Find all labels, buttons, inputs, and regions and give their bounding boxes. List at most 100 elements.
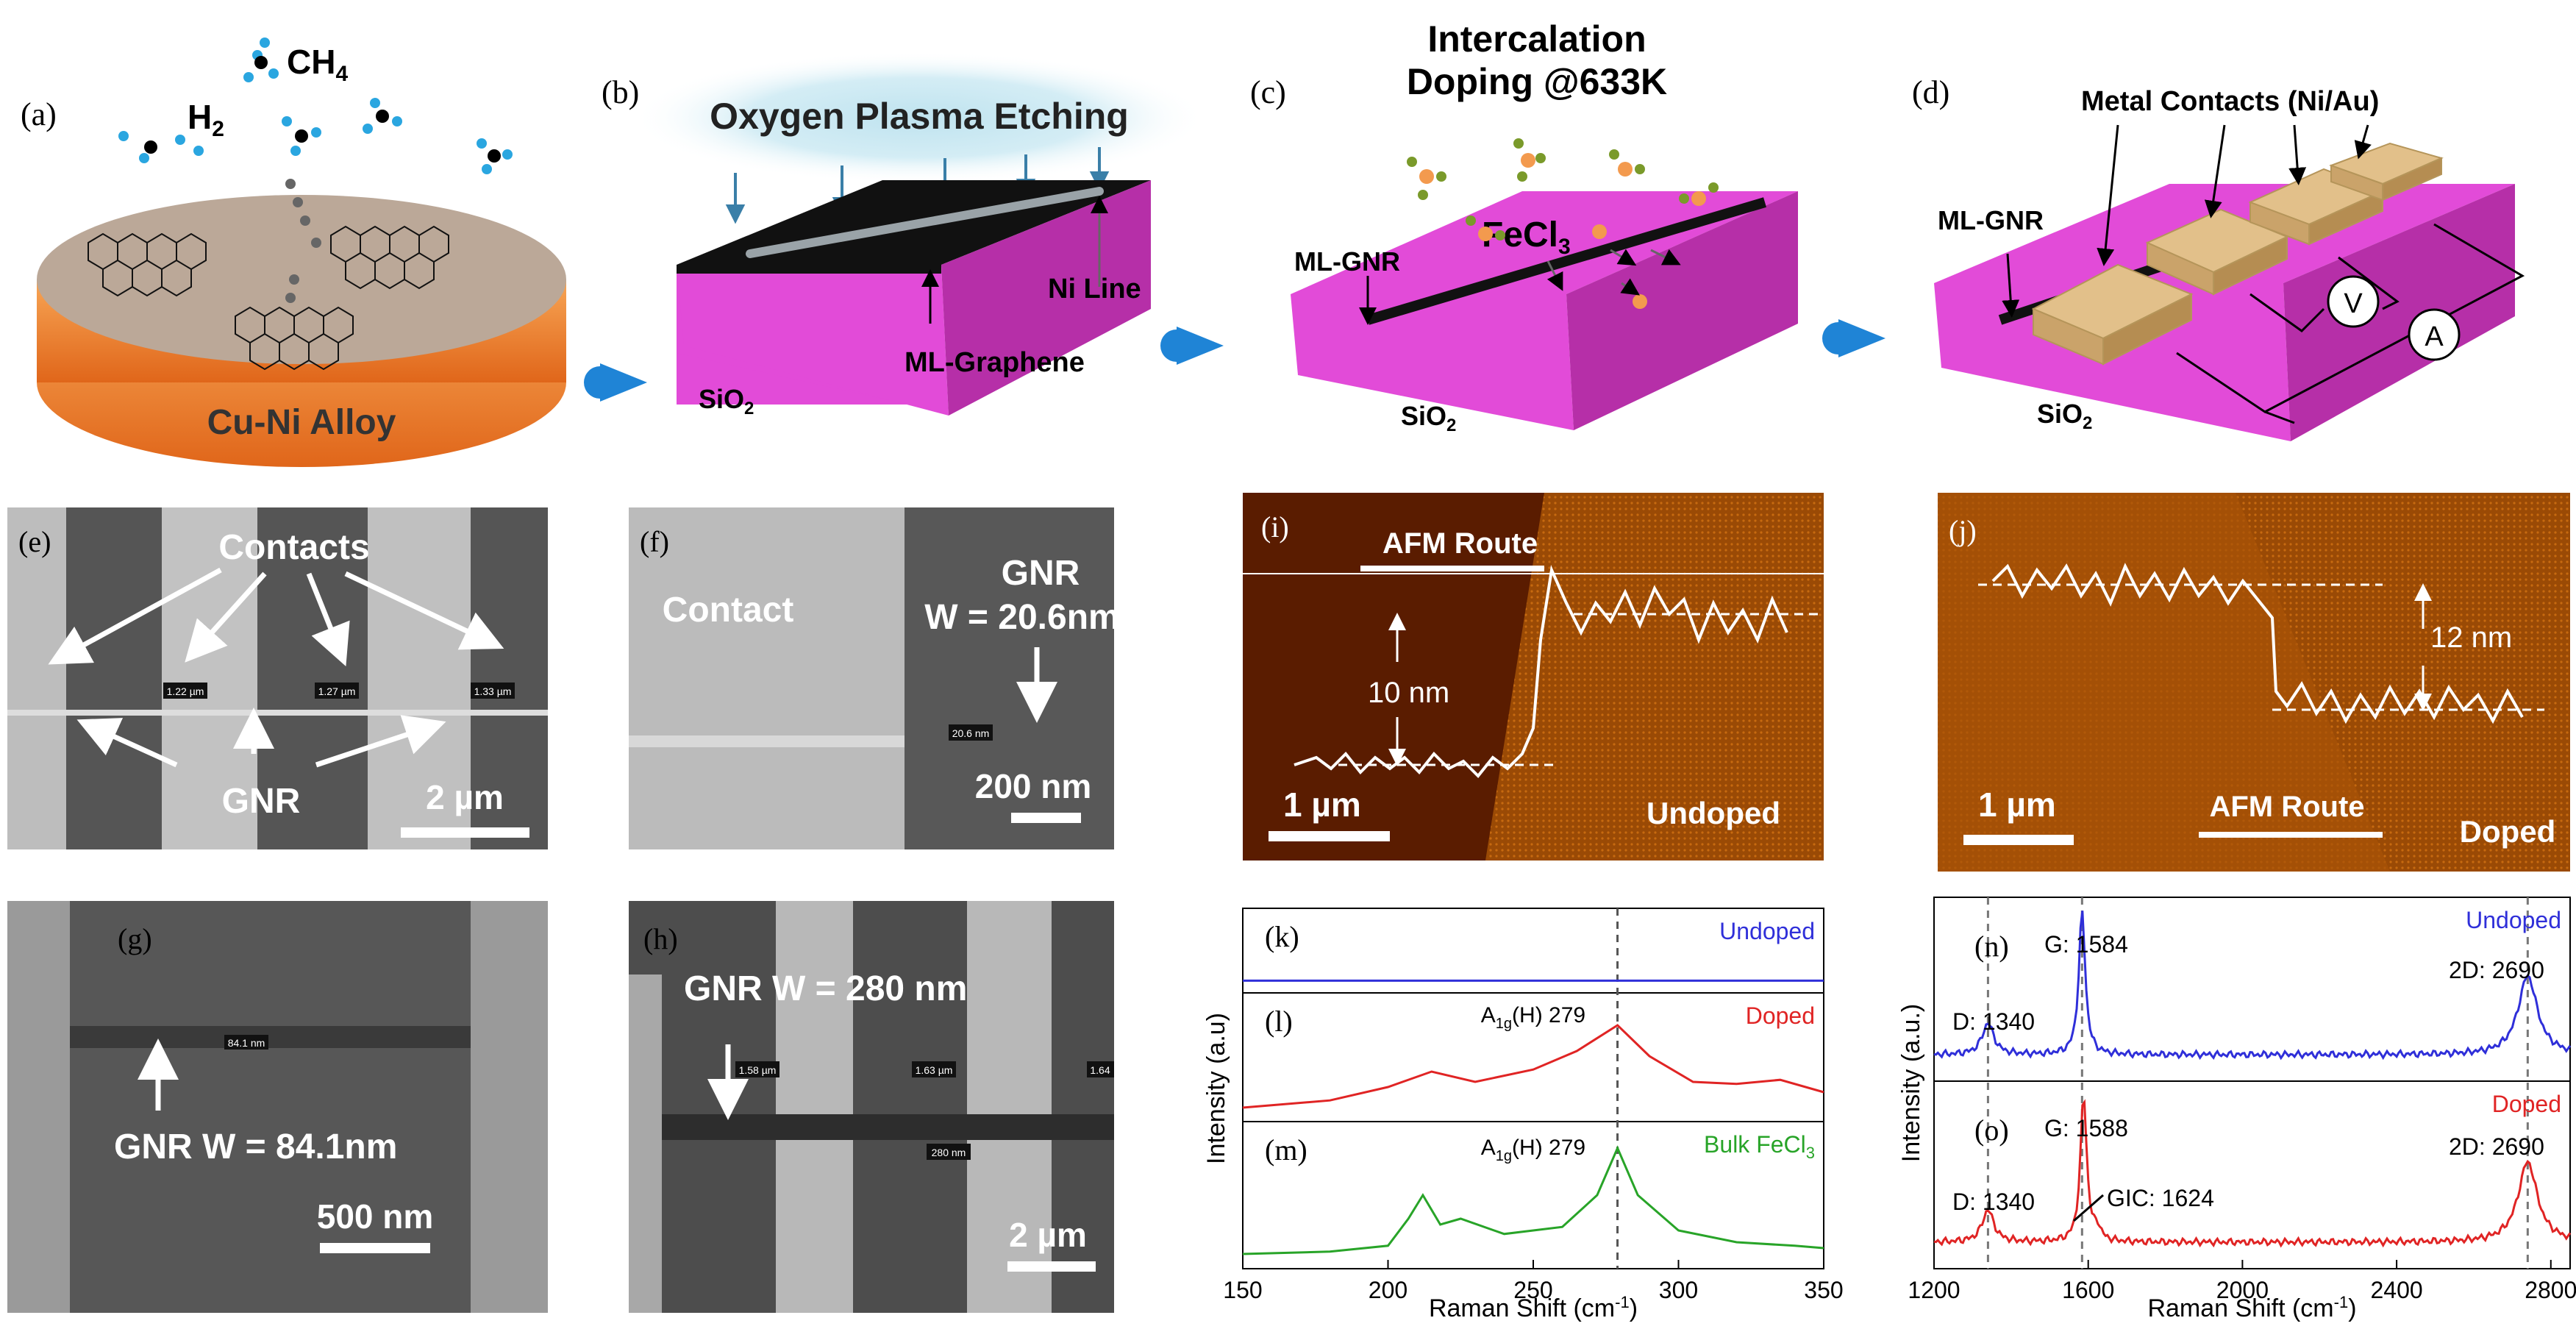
series-line-doped (1933, 1099, 2572, 1248)
meas-h-3: 1.64 (1090, 1064, 1110, 1076)
panel-e: (e) Contacts 1.22 µm 1.27 µm 1.33 µm GNR… (7, 507, 548, 849)
peak-annotation: A1g(H) 279 (1481, 1136, 1585, 1164)
scale-g: 500 nm (317, 1197, 434, 1236)
panel-tag: (k) (1265, 920, 1299, 953)
panel-h-tag: (h) (643, 922, 678, 955)
x-tick-label: 150 (1223, 1277, 1262, 1303)
gic-pointer (2073, 1194, 2104, 1222)
plot-frame (1242, 908, 1824, 1269)
legend-label: Bulk FeCl3 (1704, 1131, 1815, 1162)
panel-b-tag: (b) (602, 74, 639, 110)
peak-label: 2D: 2690 (2449, 1133, 2544, 1160)
meas-e-1: 1.22 µm (167, 685, 204, 697)
height-j: 12 nm (2430, 621, 2512, 654)
sio2-label-c: SiO2 (1401, 401, 1456, 435)
ch4-label: CH4 (287, 43, 348, 86)
series-line-bulk-fecl (1242, 1145, 1824, 1255)
panel-c: (c) Intercalation Doping @633K ML-GNR Fe… (1250, 18, 1798, 435)
scalebar-g (320, 1243, 430, 1253)
gnr-label-f: GNR (1002, 554, 1080, 593)
scale-e: 2 µm (426, 778, 504, 816)
contacts-label: Contacts (218, 528, 369, 567)
panel-g: (g) 84.1 nm GNR W = 84.1nm 500 nm (7, 901, 548, 1313)
ml-gnr-line (1366, 197, 1766, 325)
intercalation-title-1: Intercalation (1427, 18, 1646, 60)
ni-line (746, 187, 1104, 258)
x-tick-label: 350 (1804, 1277, 1843, 1303)
panel-tag: (m) (1265, 1133, 1307, 1166)
panel-a: (a) Cu-Ni Alloy H2 CH4 (21, 38, 566, 467)
process-arrow-1 (584, 363, 647, 402)
sio2-label-b: SiO2 (699, 384, 754, 418)
graphene-label: ML-Graphene (905, 347, 1085, 378)
peak-label: GIC: 1624 (2107, 1185, 2214, 1211)
ml-gnr-label-c: ML-GNR (1294, 246, 1400, 277)
molecules: H2 CH4 (118, 38, 513, 303)
gnr-width-g: GNR W = 84.1nm (114, 1127, 397, 1166)
scalebar-e (401, 827, 529, 838)
scale-j: 1 µm (1978, 785, 2056, 824)
x-tick-label: 1600 (2062, 1277, 2114, 1303)
raman-chart-fecl3: Undoped(k)Doped(l)Bulk FeCl3(m)A1g(H) 27… (1202, 908, 1844, 1322)
process-arrow-2 (1160, 327, 1224, 365)
panel-tag: (l) (1265, 1005, 1293, 1038)
intercalation-title-2: Doping @633K (1407, 61, 1667, 102)
substrate-d-front (1934, 283, 2291, 441)
contact-label-f: Contact (663, 591, 794, 630)
panel-g-tag: (g) (118, 922, 152, 955)
peak-label: 2D: 2690 (2449, 957, 2544, 983)
state-j: Doped (2460, 814, 2556, 849)
series-line-undoped (1933, 911, 2572, 1061)
panel-a-tag: (a) (21, 96, 57, 132)
plasma-cloud (632, 51, 1206, 184)
fecl3-molecules (1407, 138, 1719, 309)
panel-h: (h) GNR W = 280 nm 1.58 µm 1.63 µm 1.64 … (629, 901, 1114, 1313)
legend-label: Doped (2492, 1091, 2561, 1117)
panel-f: (f) Contact GNR W = 20.6nm 20.6 nm 200 n… (629, 507, 1120, 849)
panel-i: (i) AFM Route 10 nm 1 µm Undoped (1243, 493, 1824, 861)
panel-b: (b) Oxygen Plasma Etching Ni Line ML-Gra… (602, 51, 1206, 418)
meas-g-1: 84.1 nm (228, 1037, 265, 1049)
afm-route-i: AFM Route (1382, 527, 1538, 560)
x-tick-label: 250 (1513, 1277, 1552, 1303)
meas-e-2: 1.27 µm (318, 685, 356, 697)
x-tick-label: 2400 (2370, 1277, 2422, 1303)
x-tick-label: 300 (1659, 1277, 1698, 1303)
legend-label: Doped (1746, 1002, 1815, 1029)
peak-annotation: A1g(H) 279 (1481, 1003, 1585, 1032)
plot-frame (1933, 897, 2571, 1269)
panel-i-tag: (i) (1261, 510, 1289, 544)
scalebar-j (1963, 835, 2074, 845)
panel-tag: (n) (1974, 930, 2009, 963)
scale-f: 200 nm (975, 767, 1092, 805)
peak-label: G: 1588 (2044, 1115, 2128, 1141)
afm-route-j: AFM Route (2209, 791, 2364, 823)
gnr-width-f: W = 20.6nm (924, 598, 1119, 637)
x-tick-label: 1200 (1908, 1277, 1960, 1303)
panel-e-tag: (e) (18, 525, 51, 558)
panel-tag: (o) (1974, 1114, 2009, 1147)
substrate-label: Cu-Ni Alloy (207, 403, 396, 442)
state-i: Undoped (1646, 796, 1780, 830)
meas-h-2: 1.63 µm (916, 1064, 953, 1076)
ammeter (2408, 308, 2461, 361)
fecl3-label: FeCl3 (1482, 215, 1571, 259)
substrate-c-front (1291, 294, 1574, 430)
sio2-label-d: SiO2 (2037, 399, 2092, 433)
scalebar-i (1269, 831, 1390, 841)
panel-c-tag: (c) (1250, 74, 1286, 110)
y-axis-label: Intensity (a.u) (1202, 1013, 1230, 1164)
meas-f-1: 20.6 nm (952, 727, 990, 739)
afm-profile-j (1991, 563, 2524, 724)
metal-contacts-label: Metal Contacts (Ni/Au) (2081, 86, 2379, 117)
meas-e-3: 1.33 µm (474, 685, 512, 697)
scalebar-f (1011, 813, 1081, 823)
gnr-width-h: GNR W = 280 nm (684, 969, 967, 1008)
substrate-front (677, 265, 949, 416)
cu-ni-disc (37, 195, 566, 364)
x-axis-label: Raman Shift (cm-1) (2147, 1293, 2356, 1322)
afm-profile-i (1294, 565, 1788, 778)
panel-d: (d) V A Metal Contacts (Ni/Au) ML (1912, 74, 2525, 441)
panel-f-tag: (f) (640, 525, 669, 558)
